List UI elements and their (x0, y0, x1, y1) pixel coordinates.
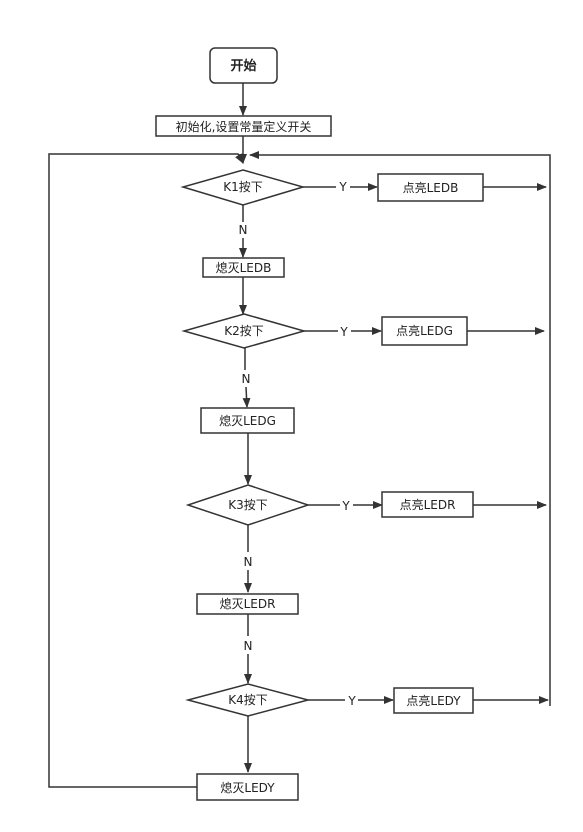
edge-label-r-off-no: N (244, 639, 253, 653)
k2-decision (181, 313, 307, 349)
edge-label-k2-yes: Y (339, 325, 348, 339)
edge-label-k1-yes: Y (338, 180, 347, 194)
led-r-off-process (196, 593, 299, 615)
edge-k2-no-b (242, 386, 251, 408)
led-g-off-label: 熄灭LEDG (219, 414, 276, 428)
led-b-on-process (377, 173, 484, 202)
k1-label: K1按下 (223, 180, 263, 194)
k1-decision (180, 169, 306, 206)
edge-label-k3-no: N (244, 555, 253, 569)
k4-label: K4按下 (228, 693, 268, 707)
led-b-off-process (202, 257, 285, 278)
edge-label-k4-yes: Y (347, 694, 356, 708)
k4-decision (185, 683, 311, 717)
edge-labels: Y N Y N Y N N Y (239, 180, 357, 708)
edge-label-k1-no: N (239, 223, 248, 237)
edge-label-k2-no: N (242, 372, 251, 386)
led-b-on-label: 点亮LEDB (403, 180, 459, 195)
start-terminal (209, 47, 278, 84)
led-r-off-label: 熄灭LEDR (220, 597, 276, 611)
edge-label-k3-yes: Y (341, 499, 350, 513)
nodes: 开始 初始化,设置常量定义开关 K1按下 点亮LEDB 熄灭LEDB K2按下 … (155, 47, 484, 801)
led-g-on-label: 点亮LEDG (396, 323, 453, 338)
init-label: 初始化,设置常量定义开关 (176, 119, 312, 134)
led-y-on-process (393, 687, 474, 714)
led-y-off-label: 熄灭LEDY (220, 781, 275, 795)
init-process (155, 115, 332, 137)
k2-label: K2按下 (224, 324, 264, 338)
k3-label: K3按下 (228, 498, 268, 512)
k3-decision (185, 484, 311, 526)
edge-right-return-bus (249, 151, 551, 706)
led-y-off-process (196, 773, 299, 801)
led-g-off-process (200, 407, 295, 434)
edges (48, 83, 551, 788)
edge-left-loop (48, 153, 244, 788)
led-r-on-process (381, 491, 474, 518)
led-y-on-label: 点亮LEDY (406, 693, 461, 708)
led-g-on-process (381, 316, 468, 346)
led-b-off-label: 熄灭LEDB (216, 261, 272, 275)
start-label: 开始 (230, 58, 256, 74)
led-r-on-label: 点亮LEDR (400, 497, 456, 512)
